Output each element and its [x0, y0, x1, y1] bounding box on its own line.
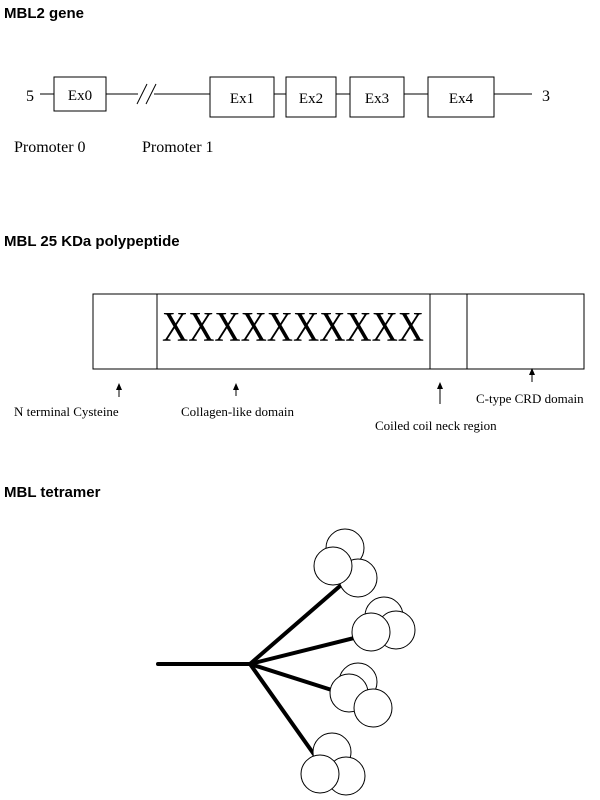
gene-break-mark [145, 83, 157, 105]
tetramer-section-title: MBL tetramer [4, 484, 101, 501]
tetramer-arm [248, 634, 364, 666]
crd-arrow [529, 368, 535, 382]
exon-2-box [285, 76, 337, 118]
gene-5-prime-label: 5 [26, 88, 34, 105]
polypeptide-map: XXXXXXXXXX N terminal Cysteine Collagen-… [14, 293, 585, 433]
exon-3-box [349, 76, 405, 118]
tetramer-drawing [156, 528, 416, 796]
collagen-repeat-text: XXXXXXXXXX [162, 305, 424, 351]
n-terminal-label: N terminal Cysteine [14, 404, 119, 419]
exon-2-label: Ex2 [299, 91, 323, 107]
crd-head-cluster [329, 662, 393, 728]
polypeptide-section-title: MBL 25 KDa polypeptide [4, 233, 180, 250]
tetramer-arm [248, 662, 340, 694]
tetramer-arm [248, 584, 342, 666]
promoter-1-label: Promoter 1 [142, 139, 214, 156]
n-terminal-arrow [116, 383, 122, 397]
gene-map: 5 Ex0 Ex1 Ex2 Ex3 Ex4 3 Promoter 0 Promo… [14, 76, 550, 156]
exon-0-label: Ex0 [68, 88, 92, 104]
gene-3-prime-label: 3 [542, 88, 550, 105]
exon-4-box [427, 76, 495, 118]
exon-4-label: Ex4 [449, 91, 474, 107]
collagen-arrow [233, 383, 239, 396]
gene-break-mark [136, 83, 148, 105]
exon-3-label: Ex3 [365, 91, 389, 107]
polypeptide-box [92, 293, 585, 370]
neck-arrow [437, 382, 443, 404]
crd-head-cluster [313, 528, 378, 598]
exon-1-label: Ex1 [230, 91, 254, 107]
crd-label: C-type CRD domain [476, 391, 584, 406]
exon-1-box [209, 76, 275, 118]
crd-head-cluster [300, 732, 366, 796]
tetramer-arm [248, 662, 320, 762]
promoter-0-label: Promoter 0 [14, 139, 86, 156]
crd-head-cluster [351, 596, 416, 652]
gene-section-title: MBL2 gene [4, 5, 84, 22]
neck-label: Coiled coil neck region [375, 418, 497, 433]
collagen-label: Collagen-like domain [181, 404, 295, 419]
